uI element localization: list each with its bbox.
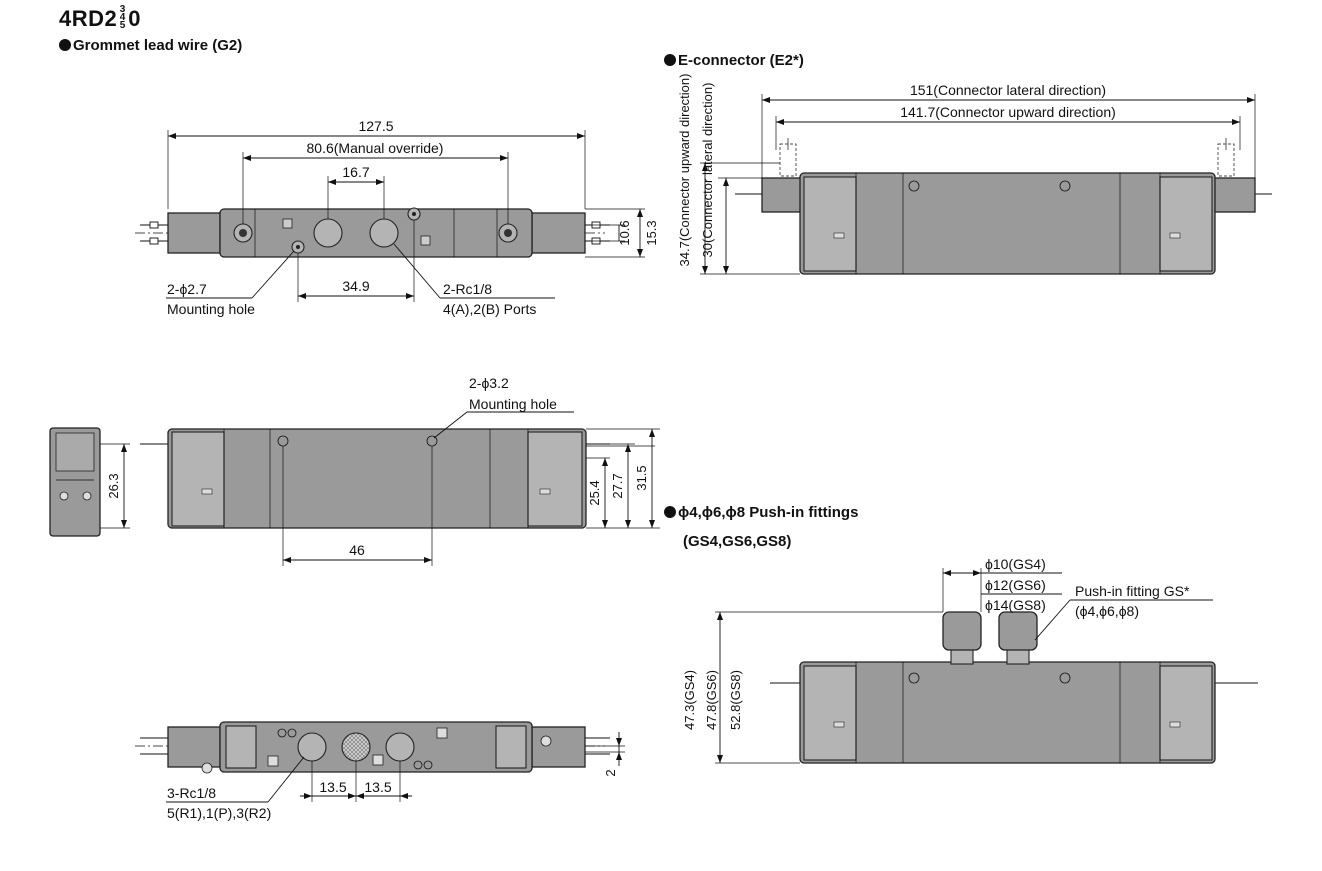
section-grommet: Grommet lead wire (G2) bbox=[59, 37, 242, 54]
bottom-view: 13.5 13.5 2 3-Rc1/8 5(R1),1(P),3(R2) bbox=[135, 721, 625, 821]
port-4a bbox=[313, 218, 343, 248]
dim-141-7: 141.7(Connector upward direction) bbox=[900, 104, 1116, 120]
bullet-icon bbox=[59, 39, 71, 51]
dim-16-7: 16.7 bbox=[342, 164, 369, 180]
dim-10-6: 10.6 bbox=[617, 220, 632, 245]
valve-body-pushin bbox=[799, 661, 1216, 764]
dim-15-3: 15.3 bbox=[644, 220, 659, 245]
port-3-r2 bbox=[385, 732, 415, 762]
solenoid-bottom-right bbox=[531, 726, 586, 768]
solenoid-bottom-left bbox=[167, 726, 221, 768]
dim-80-6: 80.6(Manual override) bbox=[307, 140, 444, 156]
model-prefix: 4RD2 bbox=[59, 6, 118, 31]
bullet-icon bbox=[664, 506, 676, 518]
port-2b bbox=[369, 218, 399, 248]
section-econnector-label: E-connector (E2*) bbox=[678, 52, 804, 69]
dim-127-5: 127.5 bbox=[358, 118, 393, 134]
dim-26-3: 26.3 bbox=[106, 473, 121, 498]
lead-wire-left bbox=[140, 221, 168, 245]
dim-25-4: 25.4 bbox=[587, 480, 602, 505]
econnector-view: 151(Connector lateral direction) 141.7(C… bbox=[677, 74, 1272, 275]
port-mark-5-icon bbox=[267, 755, 279, 767]
variant-5: 5 bbox=[119, 20, 126, 32]
dim-13-5-a: 13.5 bbox=[319, 779, 346, 795]
variant-3: 3 bbox=[119, 4, 126, 16]
dim-34-7: 34.7(Connector upward direction) bbox=[677, 74, 692, 267]
front-mount-label-1: 2-ϕ3.2 bbox=[469, 375, 509, 391]
ports-label-1: 2-Rc1/8 bbox=[443, 281, 492, 297]
port-5-r1 bbox=[297, 732, 327, 762]
section-pushin: ϕ4,ϕ6,ϕ8 Push-in fittings bbox=[664, 504, 858, 521]
port-1-p-strainer bbox=[341, 732, 371, 762]
port-mark-3-icon bbox=[436, 727, 448, 739]
bullet-icon bbox=[664, 54, 676, 66]
section-pushin-sub: (GS4,GS6,GS8) bbox=[683, 533, 792, 550]
valve-body-front bbox=[167, 428, 587, 529]
push-in-fitting-b bbox=[998, 611, 1038, 651]
dim-30: 30(Connector lateral direction) bbox=[700, 83, 715, 258]
dim-13-5-b: 13.5 bbox=[364, 779, 391, 795]
solenoid-front-right bbox=[527, 431, 583, 527]
section-econnector: E-connector (E2*) bbox=[664, 52, 804, 69]
section-pushin-label: ϕ4,ϕ6,ϕ8 Push-in fittings bbox=[678, 504, 859, 521]
variant-4: 4 bbox=[119, 12, 126, 24]
fitting-label-1: Push-in fitting GS* bbox=[1075, 583, 1190, 599]
dia-gs6: ϕ12(GS6) bbox=[985, 577, 1046, 593]
mount-hole-label-2: Mounting hole bbox=[167, 301, 255, 317]
valve-body-bottom bbox=[219, 721, 533, 773]
front-mount-label-2: Mounting hole bbox=[469, 396, 557, 412]
dim-46: 46 bbox=[349, 542, 365, 558]
valve-body-econnector bbox=[799, 172, 1216, 275]
solenoid-right bbox=[531, 212, 586, 254]
section-grommet-label: Grommet lead wire (G2) bbox=[73, 37, 243, 54]
dia-gs8: ϕ14(GS8) bbox=[985, 597, 1046, 613]
dim-151: 151(Connector lateral direction) bbox=[910, 82, 1106, 98]
dim-27-7: 27.7 bbox=[610, 473, 625, 498]
mount-hole-label-1: 2-ϕ2.7 bbox=[167, 281, 207, 297]
bottom-ports-label-1: 3-Rc1/8 bbox=[167, 785, 216, 801]
dia-gs4: ϕ10(GS4) bbox=[985, 556, 1046, 572]
dim-34-9: 34.9 bbox=[342, 278, 369, 294]
port-mark-2-icon bbox=[420, 235, 431, 246]
push-in-fitting-a bbox=[942, 611, 982, 651]
bottom-ports-label-2: 5(R1),1(P),3(R2) bbox=[167, 805, 271, 821]
fitting-label-2: (ϕ4,ϕ6,ϕ8) bbox=[1075, 603, 1139, 619]
height-gs4: 47.3(GS4) bbox=[682, 670, 697, 730]
model-suffix: 0 bbox=[128, 6, 141, 31]
ports-label-2: 4(A),2(B) Ports bbox=[443, 301, 536, 317]
port-mark-1-icon bbox=[372, 754, 384, 766]
solenoid-left bbox=[167, 212, 221, 254]
pushin-view: ϕ10(GS4) ϕ12(GS6) ϕ14(GS8) Push-in fitti… bbox=[682, 556, 1258, 764]
solenoid-front-left bbox=[171, 431, 225, 527]
height-gs6: 47.8(GS6) bbox=[704, 670, 719, 730]
dim-2: 2 bbox=[603, 769, 618, 776]
height-gs8: 52.8(GS8) bbox=[728, 670, 743, 730]
port-mark-4-icon bbox=[282, 218, 293, 229]
front-view: 26.3 25.4 27.7 bbox=[49, 375, 660, 566]
top-view: 127.5 80.6(Manual override) 16.7 10.6 15… bbox=[135, 118, 659, 317]
dim-31-5: 31.5 bbox=[634, 465, 649, 490]
